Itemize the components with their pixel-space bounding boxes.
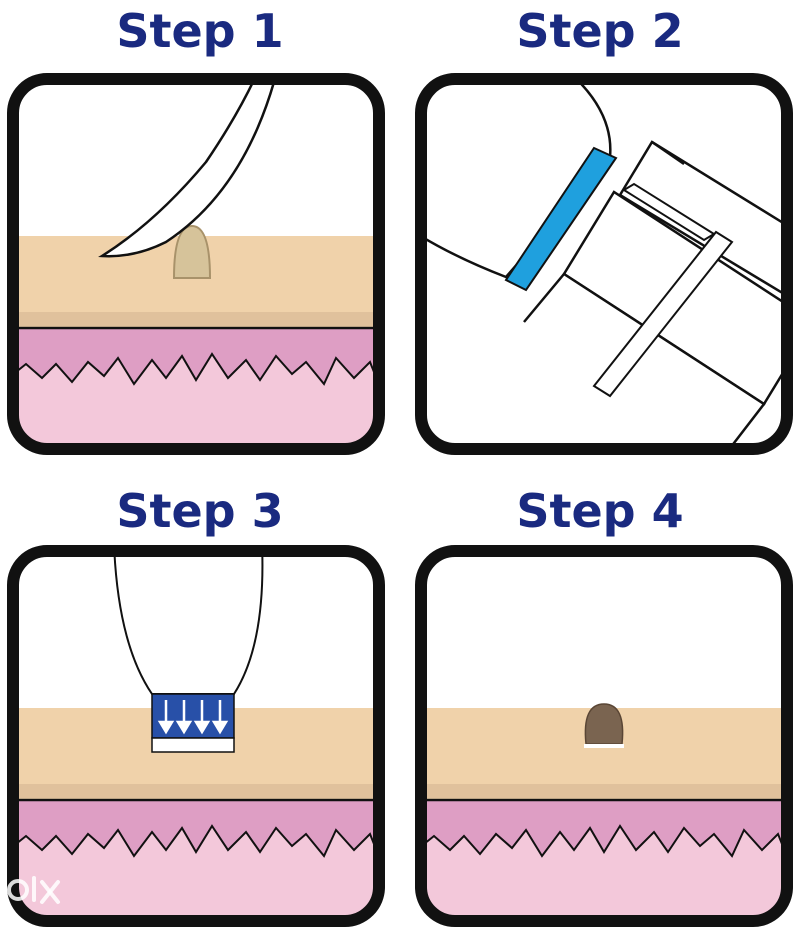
dermis-layer xyxy=(13,327,379,386)
step-4-panel xyxy=(415,545,793,927)
mole-icon xyxy=(172,224,212,279)
press-arrows-icon xyxy=(157,700,229,735)
step-2-title: Step 2 xyxy=(516,4,684,58)
step-3-title: Step 3 xyxy=(116,484,284,538)
step-2-panel xyxy=(415,73,793,455)
treated-mole-icon xyxy=(584,703,624,745)
step-4-title: Step 4 xyxy=(516,484,684,538)
olx-watermark-icon xyxy=(7,876,60,904)
dermis-layer xyxy=(13,799,379,858)
panel-frame xyxy=(415,73,793,455)
blue-ring-icon xyxy=(504,146,618,292)
step-3-panel xyxy=(7,545,385,927)
step-1-title: Step 1 xyxy=(116,4,284,58)
step-1-panel xyxy=(7,73,385,455)
panel-frame xyxy=(7,73,385,455)
panel-frame xyxy=(7,545,385,927)
band-icon xyxy=(592,230,734,398)
dermis-layer xyxy=(421,799,787,858)
panel-frame xyxy=(415,545,793,927)
blade-icon xyxy=(98,79,276,258)
